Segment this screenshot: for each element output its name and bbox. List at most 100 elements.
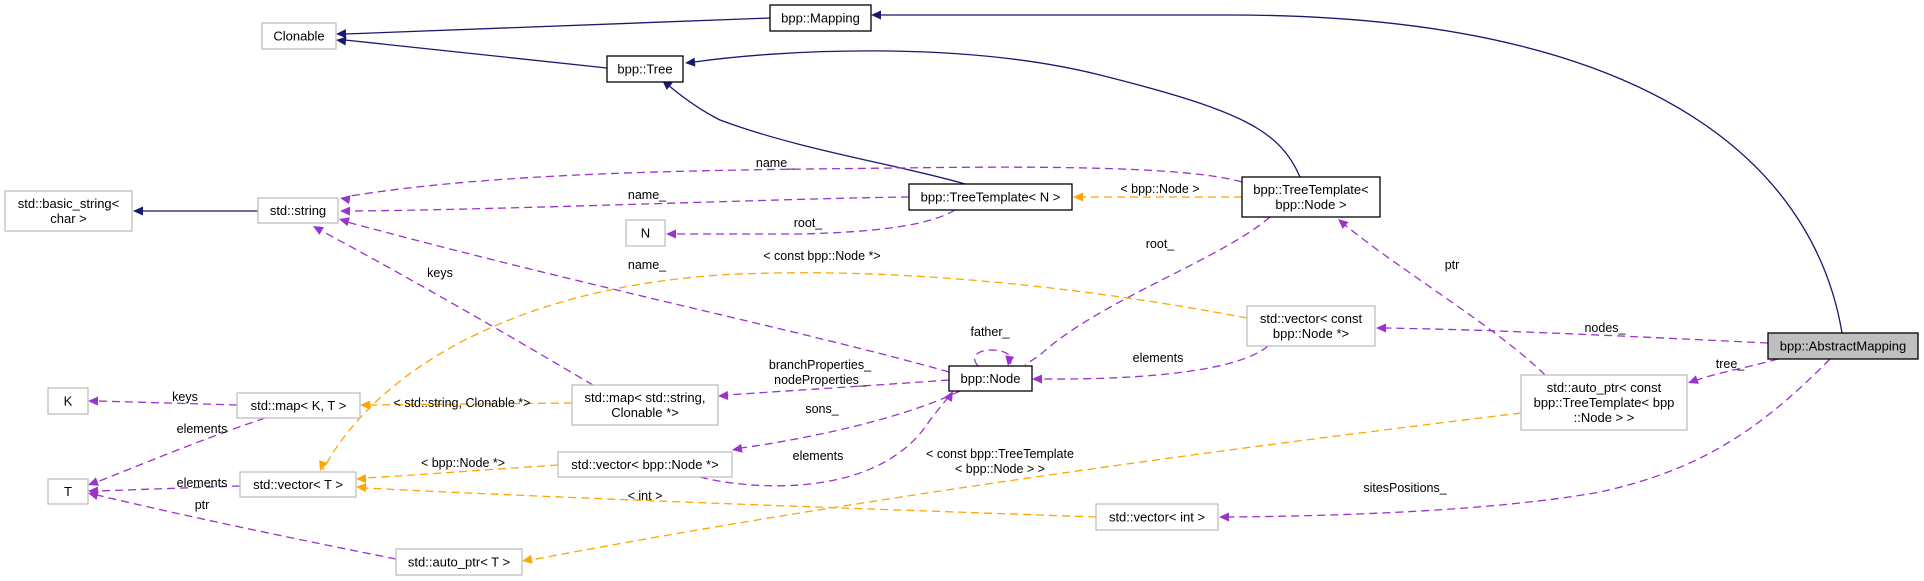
class-box[interactable] — [47, 478, 89, 505]
arrowhead-icon — [732, 443, 743, 453]
class-box[interactable] — [261, 22, 337, 50]
edge-map-kt-to-t — [88, 417, 266, 486]
edge-label: ptr — [1445, 258, 1460, 272]
class-box[interactable] — [257, 197, 339, 224]
class-node-vector-int[interactable]: std::vector< int > — [1095, 503, 1219, 531]
class-node-mapping[interactable]: bpp::Mapping — [769, 4, 872, 32]
arrowhead-icon — [340, 195, 351, 205]
class-node-basic-string[interactable]: std::basic_string<char > — [4, 190, 133, 232]
class-box[interactable] — [908, 183, 1073, 211]
class-node-k[interactable]: K — [47, 387, 89, 415]
edge-vector-int-to-vector-t — [356, 483, 1097, 518]
edge-line — [368, 402, 573, 406]
edge-label: < std::string, Clonable *> — [394, 396, 531, 410]
class-box[interactable] — [239, 471, 357, 498]
class-name: K — [64, 394, 73, 409]
edge-label: name_ — [756, 156, 795, 170]
class-box[interactable] — [395, 548, 523, 576]
arrowhead-icon — [718, 390, 729, 400]
class-node-node[interactable]: bpp::Node — [948, 365, 1033, 392]
edge-auto-ptr-const-tt-to-auto-ptr-t — [522, 412, 1522, 564]
edge-label: ptr — [195, 498, 210, 512]
class-box[interactable] — [571, 384, 719, 426]
edge-label: < bpp::Node > > — [955, 462, 1045, 476]
class-box[interactable] — [1767, 332, 1919, 360]
edge-label: father_ — [971, 325, 1011, 339]
class-node-map-string-clonable[interactable]: std::map< std::string,Clonable *> — [571, 384, 719, 426]
class-name: bpp::Mapping — [781, 11, 860, 26]
edge-map-kt-to-k — [88, 396, 238, 406]
class-box[interactable] — [1520, 374, 1688, 431]
edge-label: elements — [1133, 351, 1184, 365]
arrowhead-icon — [339, 217, 350, 227]
arrowhead-icon — [666, 229, 676, 239]
edge-node-to-vector-node-ptr — [732, 390, 961, 453]
edge-line — [349, 166, 1243, 197]
edge-line — [974, 349, 1012, 367]
class-node-clonable[interactable]: Clonable — [261, 22, 337, 50]
class-box[interactable] — [1241, 176, 1381, 218]
class-box[interactable] — [1095, 503, 1219, 531]
nodes-layer: bpp::AbstractMapping bpp::MappingClonable… — [4, 4, 1919, 576]
edge-abstract-mapping-to-mapping — [871, 10, 1843, 334]
edge-label: < const bpp::Node *> — [763, 249, 880, 263]
class-box[interactable] — [606, 55, 684, 83]
edge-label: < bpp::Node *> — [421, 456, 505, 470]
arrowhead-icon — [356, 474, 367, 484]
class-node-vector-node-ptr[interactable]: std::vector< bpp::Node *> — [557, 451, 733, 478]
edge-label: sitesPositions_ — [1363, 481, 1447, 495]
edge-line — [1384, 327, 1769, 344]
edge-label: tree_ — [1716, 357, 1746, 371]
class-node-tree-template-node[interactable]: bpp::TreeTemplate<bpp::Node > — [1241, 176, 1381, 218]
class-box[interactable] — [557, 451, 733, 478]
class-node-tree[interactable]: bpp::Tree — [606, 55, 684, 83]
edge-line — [1227, 358, 1831, 518]
arrowhead-icon — [313, 226, 324, 235]
class-name: std::vector< T > — [253, 477, 343, 492]
edge-abstract-mapping-to-vector-const-node — [1376, 323, 1769, 344]
class-box[interactable] — [236, 392, 361, 419]
edge-tree-to-clonable — [336, 36, 608, 69]
class-name: std::auto_ptr< T > — [408, 555, 510, 570]
class-node-abstract-mapping[interactable]: bpp::AbstractMapping — [1767, 332, 1919, 360]
edge-vector-const-node-to-vector-t — [319, 272, 1248, 471]
arrowhead-icon — [88, 396, 99, 406]
class-name: Clonable *> — [611, 405, 679, 420]
class-box[interactable] — [769, 4, 872, 32]
class-name: std::map< std::string, — [584, 390, 705, 405]
class-node-n[interactable]: N — [625, 219, 666, 247]
class-node-string[interactable]: std::string — [257, 197, 339, 224]
class-node-tree-template-n[interactable]: bpp::TreeTemplate< N > — [908, 183, 1073, 211]
class-node-vector-t[interactable]: std::vector< T > — [239, 471, 357, 498]
edge-line — [1024, 216, 1271, 366]
class-name: Clonable — [273, 29, 324, 44]
class-node-t[interactable]: T — [47, 478, 89, 505]
class-name: std::auto_ptr< const — [1547, 380, 1662, 395]
edge-label: name_ — [628, 188, 667, 202]
class-node-auto-ptr-t[interactable]: std::auto_ptr< T > — [395, 548, 523, 576]
class-box[interactable] — [47, 387, 89, 415]
edge-line — [346, 221, 950, 373]
arrowhead-icon — [340, 206, 351, 216]
class-box[interactable] — [4, 190, 133, 232]
class-name: std::map< K, T > — [251, 398, 347, 413]
edge-line — [364, 487, 1097, 518]
class-box[interactable] — [625, 219, 666, 247]
edge-label: < const bpp::TreeTemplate — [926, 447, 1074, 461]
class-name: bpp::AbstractMapping — [1780, 339, 1906, 354]
edge-mapping-to-clonable — [336, 17, 771, 39]
edge-line — [693, 50, 1301, 178]
arrowhead-icon — [1688, 375, 1699, 384]
edge-auto-ptr-t-to-t — [88, 491, 397, 560]
edge-label: elements — [177, 476, 228, 490]
edge-vector-node-ptr-to-vector-t — [356, 464, 559, 484]
arrowhead-icon — [1219, 512, 1229, 522]
class-box[interactable] — [1246, 305, 1376, 347]
class-node-map-kt[interactable]: std::map< K, T > — [236, 392, 361, 419]
class-box[interactable] — [948, 365, 1033, 392]
edge-label: elements — [793, 449, 844, 463]
arrowhead-icon — [88, 477, 99, 486]
edge-label: nodes_ — [1584, 321, 1626, 335]
